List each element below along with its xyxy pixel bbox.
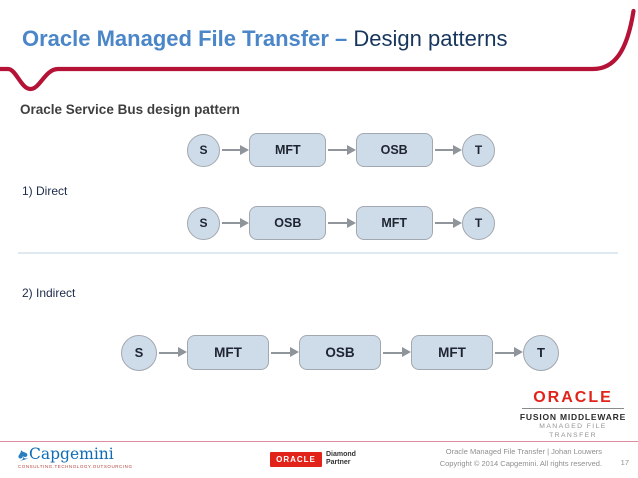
footer-presentation-title: Oracle Managed File Transfer | Johan Lou… (445, 447, 602, 456)
oracle-diamond-partner-logo: ORACLE Diamond Partner (270, 451, 356, 467)
page-title: Oracle Managed File Transfer – Design pa… (22, 26, 507, 52)
capgemini-wordmark: Capgemini (29, 445, 114, 463)
flow-arrow-icon (222, 217, 250, 228)
page-number: 17 (620, 458, 629, 467)
flow-node-s-terminal: S (187, 133, 220, 167)
page-title-rest: Design patterns (347, 26, 508, 51)
fusion-middleware-label: FUSION MIDDLEWARE (519, 412, 627, 422)
managed-file-transfer-label: MANAGED FILE TRANSFER (539, 423, 607, 439)
flow-direct-osb-mft: S OSB MFT T (187, 206, 495, 240)
oracle-logo-text: ORACLE (533, 389, 613, 406)
flow-node-s-terminal: S (121, 334, 157, 371)
label-direct-pattern: 1) Direct (22, 184, 68, 198)
flow-node-osb-step: OSB (355, 133, 433, 167)
flow-arrow-icon (222, 144, 250, 155)
flow-arrow-icon (159, 347, 187, 357)
flow-node-osb-step: OSB (249, 206, 327, 240)
flow-node-t-terminal: T (523, 334, 559, 371)
section-heading: Oracle Service Bus design pattern (20, 102, 240, 117)
flow-arrow-icon (495, 347, 523, 357)
flow-node-mft-step: MFT (355, 206, 433, 240)
capgemini-spade-icon: ♠ (14, 443, 31, 466)
capgemini-tagline: CONSULTING.TECHNOLOGY.OUTSOURCING (18, 464, 133, 469)
logo-rule (522, 408, 624, 409)
flow-arrow-icon (271, 347, 299, 357)
partner-level-line1: Diamond (326, 451, 356, 458)
flow-node-t-terminal: T (461, 206, 495, 240)
footer-copyright: Copyright © 2014 Capgemini. All rights r… (439, 459, 602, 468)
flow-indirect-mft-osb-mft: S MFT OSB MFT T (121, 334, 559, 371)
page-title-highlight: Oracle Managed File Transfer – (22, 26, 348, 51)
footer-divider (0, 441, 638, 442)
label-indirect-pattern: 2) Indirect (22, 286, 76, 300)
flow-node-osb-step: OSB (299, 335, 381, 370)
flow-node-s-terminal: S (187, 206, 220, 240)
flow-node-t-terminal: T (461, 133, 495, 167)
flow-arrow-icon (328, 144, 357, 155)
flow-arrow-icon (434, 217, 463, 228)
flow-arrow-icon (328, 217, 357, 228)
flow-node-mft-step: MFT (411, 335, 493, 370)
section-divider (18, 252, 618, 254)
capgemini-logo: ♠ Capgemini CONSULTING.TECHNOLOGY.OUTSOU… (14, 443, 133, 469)
partner-level-line2: Partner (326, 459, 351, 466)
flow-node-mft-step: MFT (249, 133, 327, 167)
oracle-partner-badge: ORACLE (270, 451, 322, 467)
flow-arrow-icon (434, 144, 463, 155)
flow-arrow-icon (383, 347, 411, 357)
footer-credits: Oracle Managed File Transfer | Johan Lou… (440, 446, 602, 470)
flow-direct-mft-osb: S MFT OSB T (187, 133, 495, 167)
flow-node-mft-step: MFT (187, 335, 269, 370)
oracle-fusion-middleware-logo: ORACLE FUSION MIDDLEWARE MANAGED FILE TR… (514, 390, 632, 440)
